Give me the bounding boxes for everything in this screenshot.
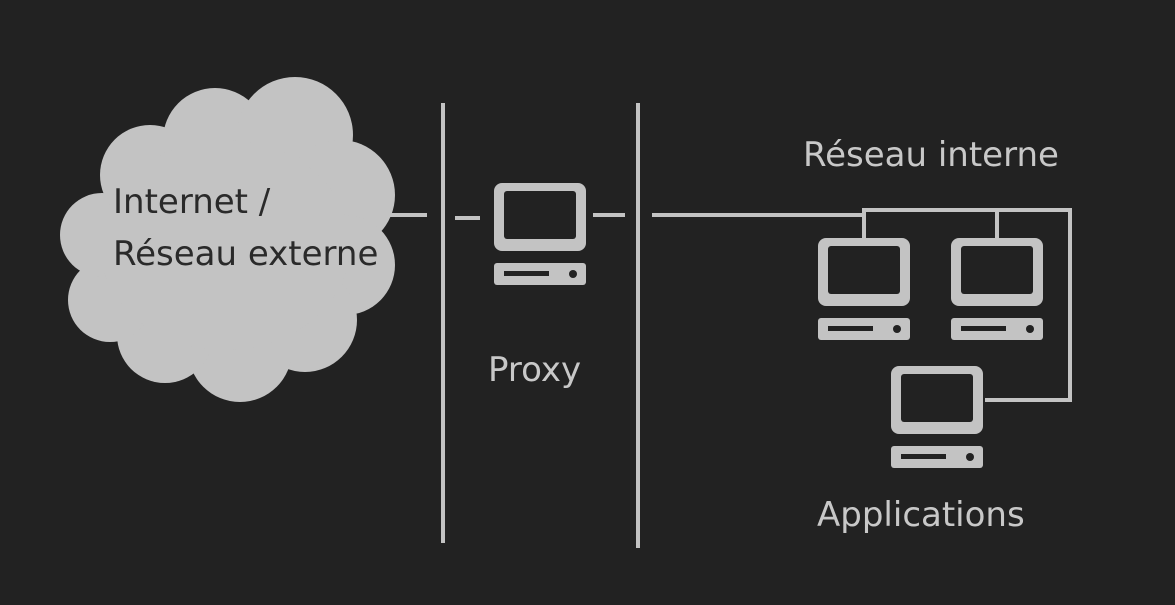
app-computer-icon [891, 366, 983, 468]
external-network-label-line2: Réseau externe [113, 234, 379, 274]
proxy-computer-icon [494, 183, 586, 285]
app-computer-icon [818, 238, 910, 340]
proxy-label: Proxy [488, 350, 582, 390]
cloud-icon [60, 77, 395, 402]
applications-label: Applications [817, 495, 1025, 535]
internal-network-title: Réseau interne [803, 135, 1059, 175]
app-computer-icon [951, 238, 1043, 340]
external-network-label-line1: Internet / [113, 182, 271, 222]
connection-lines [385, 208, 1072, 402]
